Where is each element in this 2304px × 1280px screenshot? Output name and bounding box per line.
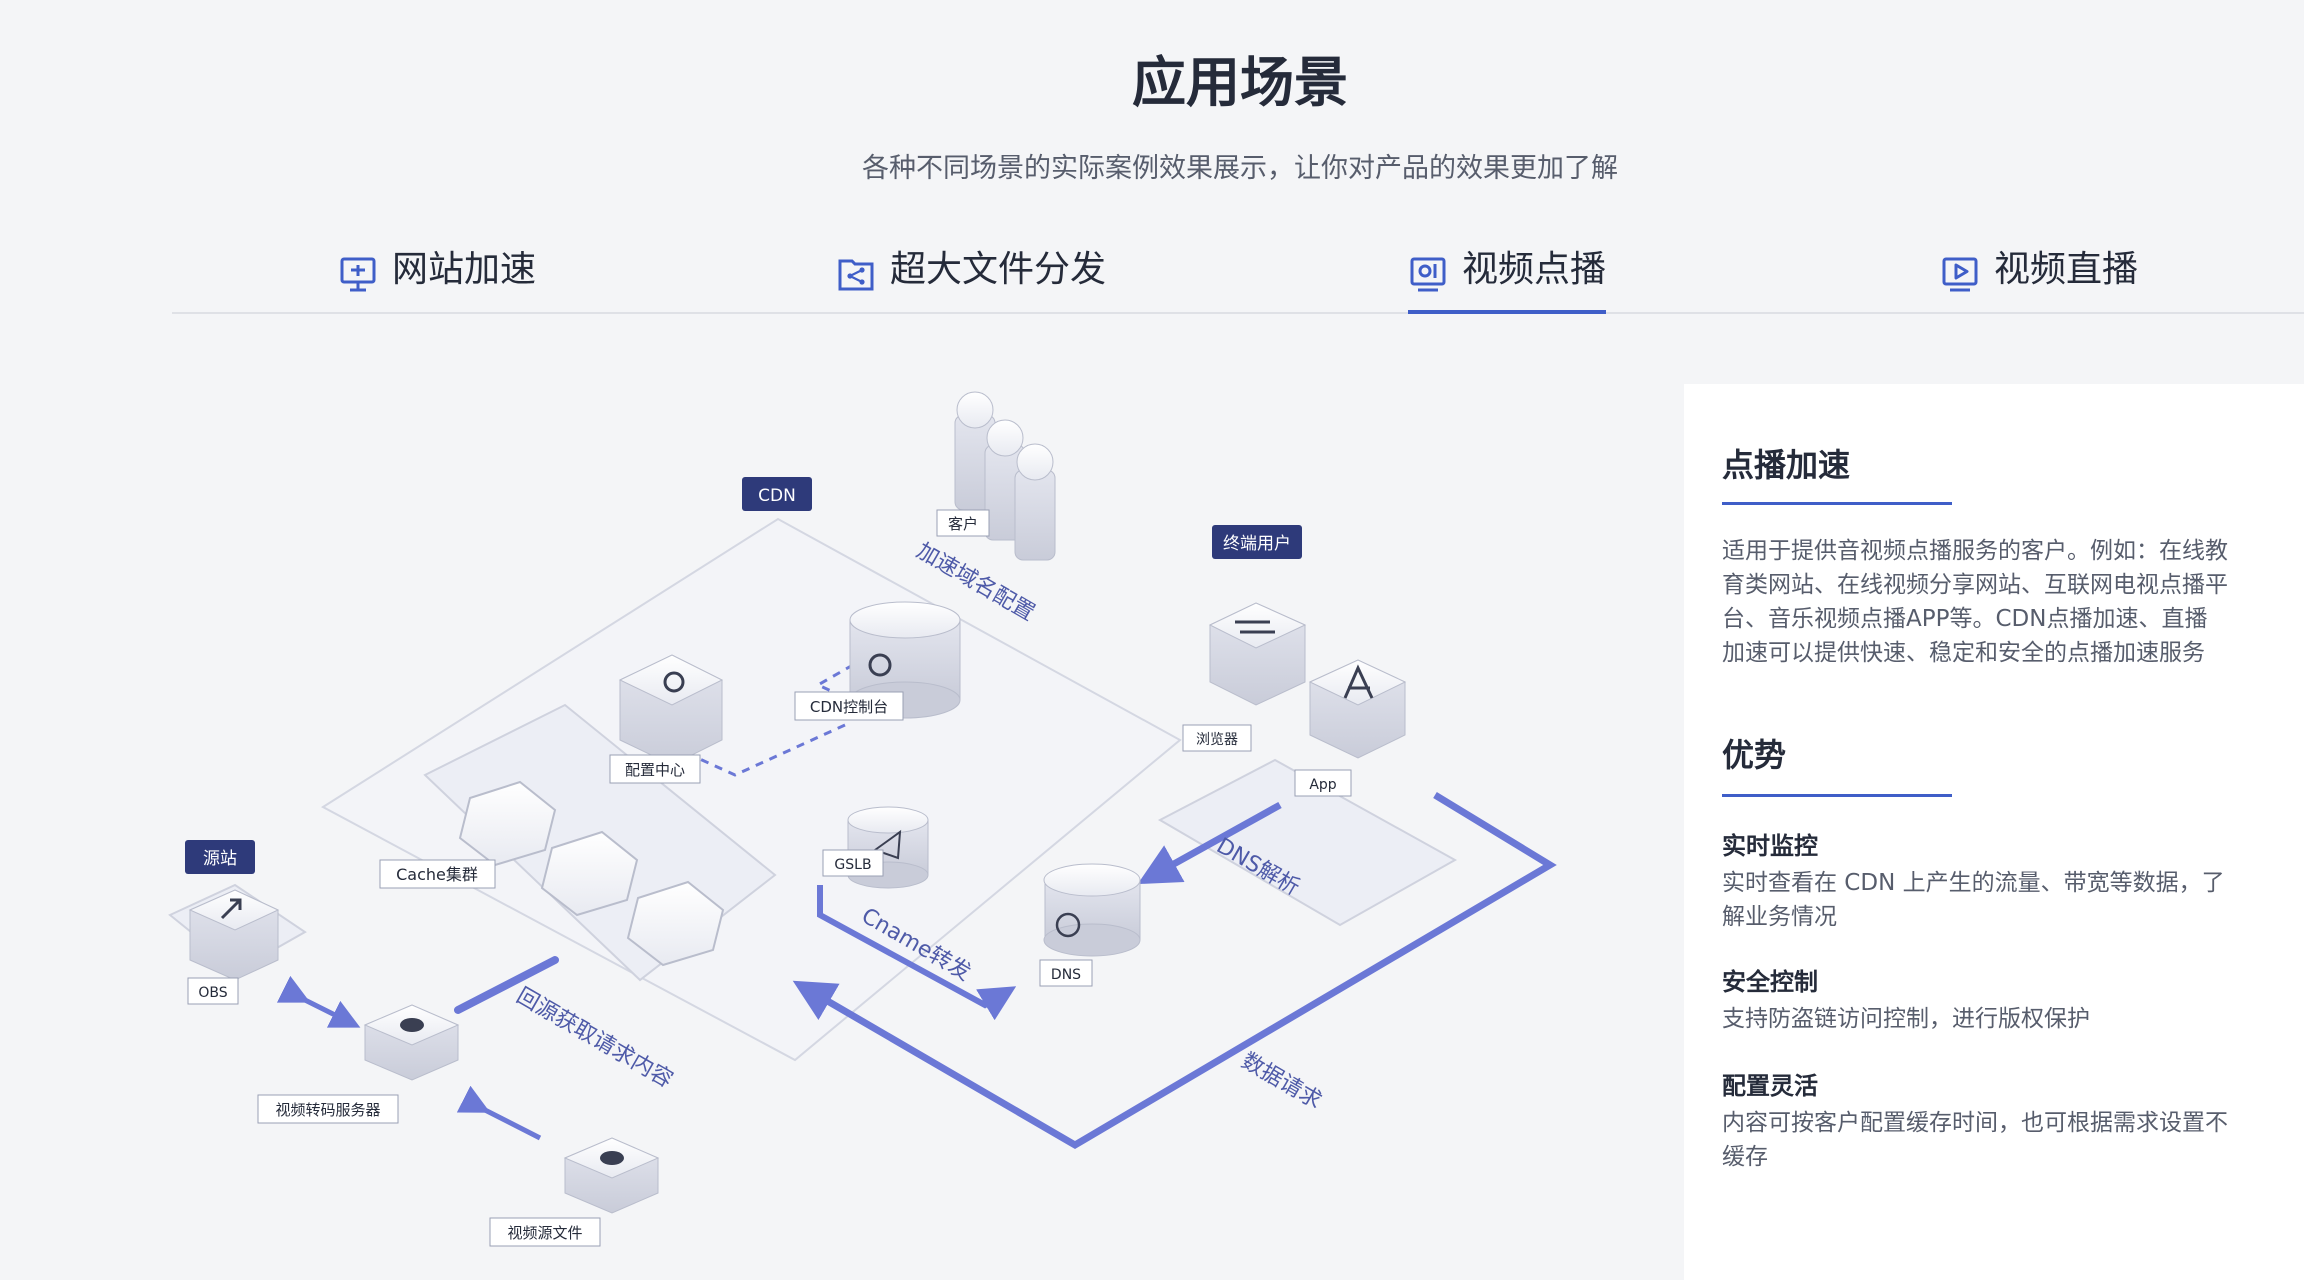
svg-text:CDN: CDN bbox=[758, 486, 796, 506]
transcoder-server-icon bbox=[363, 1004, 460, 1081]
obs-icon bbox=[188, 889, 280, 981]
dns-icon bbox=[1043, 863, 1141, 957]
data-request-flow-label: 数据请求 bbox=[1237, 1049, 1326, 1115]
svg-text:App: App bbox=[1309, 777, 1336, 793]
svg-text:Cache集群: Cache集群 bbox=[396, 865, 478, 884]
transcoder-source-line bbox=[456, 1085, 542, 1141]
config-center-label: 配置中心 bbox=[609, 754, 701, 784]
gslb-icon bbox=[847, 806, 929, 889]
svg-text:浏览器: 浏览器 bbox=[1196, 732, 1238, 748]
customer-label: 客户 bbox=[936, 509, 990, 537]
transcoder-label: 视频转码服务器 bbox=[257, 1094, 399, 1124]
svg-text:源站: 源站 bbox=[203, 849, 237, 869]
end-users-tag: 终端用户 bbox=[1212, 525, 1302, 559]
advantages-underline bbox=[1722, 794, 1952, 797]
scenario-info-panel: 点播加速 适用于提供音视频点播服务的客户。例如：在线教 育类网站、在线视频分享网… bbox=[1684, 384, 2304, 1280]
heading-underline bbox=[1722, 502, 1952, 505]
cdn-tag: CDN bbox=[742, 477, 812, 511]
section-title: 应用场景 bbox=[1132, 51, 1348, 114]
svg-text:终端用户: 终端用户 bbox=[1223, 534, 1291, 554]
cache-node-icon bbox=[540, 830, 639, 917]
customer-users-icon bbox=[954, 391, 1056, 561]
svg-text:DNS: DNS bbox=[1051, 967, 1081, 983]
tab-large-file-distribution[interactable]: 超大文件分发 bbox=[836, 240, 1106, 312]
advantage-description: 支持防盗链访问控制，进行版权保护 bbox=[1722, 1006, 2090, 1032]
tab-label: 视频直播 bbox=[1994, 249, 2139, 290]
gslb-label: GSLB bbox=[822, 849, 884, 877]
svg-text:客户: 客户 bbox=[948, 515, 978, 533]
panel-heading: 点播加速 bbox=[1722, 446, 1851, 484]
app-icon bbox=[1308, 659, 1407, 759]
dns-resolve-line bbox=[1137, 801, 1282, 885]
scenario-tabs: 网站加速 超大文件分发 视频点播 视频直播 bbox=[172, 240, 2304, 314]
cdn-console-icon bbox=[849, 601, 961, 719]
cdn-console-label: CDN控制台 bbox=[794, 691, 904, 721]
advantages-heading: 优势 bbox=[1722, 736, 1787, 774]
advantage-description: 实时查看在 CDN 上产生的流量、带宽等数据，了 解业务情况 bbox=[1722, 870, 2225, 930]
play-screen-icon bbox=[1942, 257, 1978, 292]
svg-text:OBS: OBS bbox=[198, 985, 227, 1001]
obs-label: OBS bbox=[187, 977, 239, 1005]
advantage-description: 内容可按客户配置缓存时间，也可根据需求设置不 缓存 bbox=[1722, 1110, 2228, 1170]
svg-text:配置中心: 配置中心 bbox=[625, 761, 685, 779]
tab-label: 网站加速 bbox=[392, 249, 537, 290]
video-source-file-icon bbox=[563, 1137, 660, 1214]
cache-node-icon bbox=[626, 880, 725, 967]
tab-website-acceleration[interactable]: 网站加速 bbox=[338, 240, 536, 312]
tab-label: 超大文件分发 bbox=[890, 249, 1107, 290]
section-subtitle: 各种不同场景的实际案例效果展示，让你对产品的效果更加了解 bbox=[862, 153, 1618, 184]
dns-label: DNS bbox=[1039, 959, 1093, 987]
share-file-icon bbox=[838, 259, 874, 291]
end-user-tray bbox=[1157, 758, 1458, 927]
tab-live-streaming[interactable]: 视频直播 bbox=[1940, 240, 2138, 312]
cache-node-icon bbox=[458, 780, 557, 867]
browser-label: 浏览器 bbox=[1182, 724, 1252, 752]
video-window-icon bbox=[1410, 257, 1446, 292]
origin-fetch-line bbox=[454, 956, 559, 1014]
data-request-line bbox=[792, 792, 1557, 1150]
svg-text:CDN控制台: CDN控制台 bbox=[810, 698, 888, 716]
cache-cluster-label: Cache集群 bbox=[379, 859, 496, 889]
vod-architecture-diagram: CDN 终端用户 源站 客户 CDN控制台 配置中心 GSLB Cache集群 … bbox=[168, 391, 1557, 1247]
back-to-origin-flow-label: 回源获取请求内容 bbox=[512, 984, 677, 1094]
browser-icon bbox=[1208, 602, 1307, 706]
tab-video-on-demand[interactable]: 视频点播 bbox=[1408, 240, 1607, 314]
advantage-title: 安全控制 bbox=[1722, 968, 1818, 996]
config-center-icon bbox=[618, 654, 724, 766]
svg-text:GSLB: GSLB bbox=[834, 857, 871, 873]
svg-text:视频源文件: 视频源文件 bbox=[507, 1224, 582, 1242]
tab-label: 视频点播 bbox=[1462, 249, 1607, 290]
panel-description: 适用于提供音视频点播服务的客户。例如：在线教 育类网站、在线视频分享网站、互联网… bbox=[1722, 538, 2228, 666]
origin-tag: 源站 bbox=[185, 840, 255, 874]
obs-transcoder-line bbox=[276, 975, 361, 1028]
advantage-title: 配置灵活 bbox=[1722, 1072, 1818, 1100]
source-file-label: 视频源文件 bbox=[489, 1217, 601, 1247]
svg-text:视频转码服务器: 视频转码服务器 bbox=[275, 1101, 380, 1119]
config-center-dashed-line bbox=[676, 723, 846, 777]
cname-forward-line bbox=[817, 885, 1017, 1021]
app-label: App bbox=[1294, 769, 1352, 797]
monitor-icon bbox=[340, 257, 376, 292]
advantage-title: 实时监控 bbox=[1722, 832, 1818, 860]
